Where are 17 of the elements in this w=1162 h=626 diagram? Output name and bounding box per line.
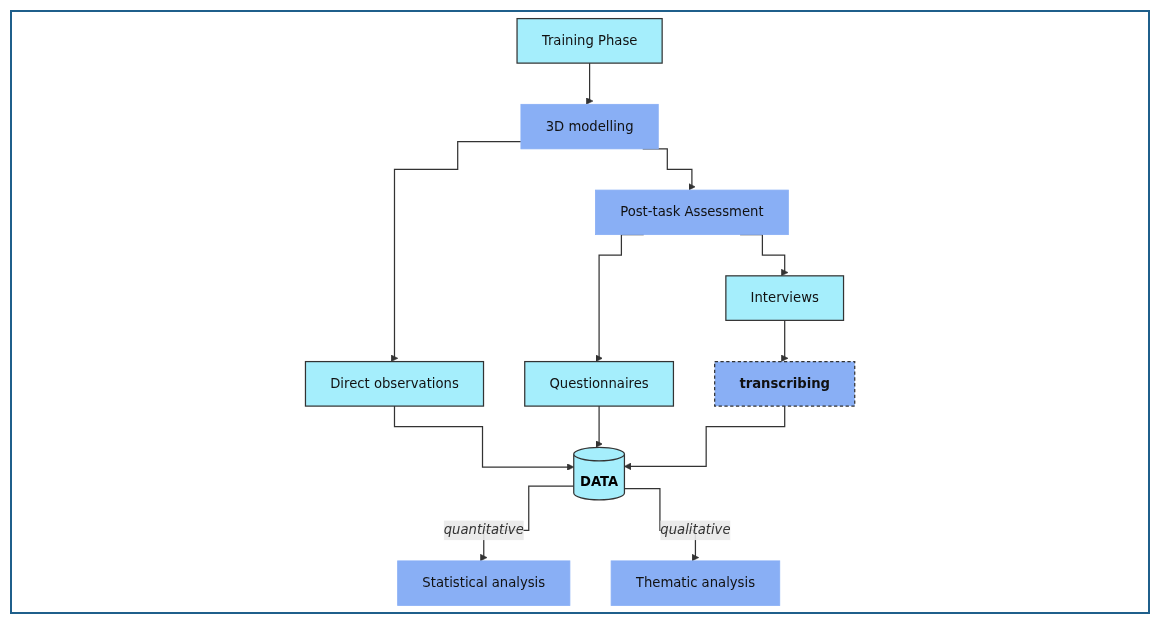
arrow: [390, 141, 522, 362]
arrow: [780, 319, 789, 362]
arrow: [623, 405, 786, 470]
node-box: Questionnaires: [524, 360, 674, 407]
arrow: [585, 62, 594, 105]
node-box: Training Phase: [516, 18, 663, 64]
edge-label: qualitative: [660, 522, 731, 538]
arrow: [393, 405, 575, 471]
edge-label: quantitative: [443, 522, 524, 538]
arrow: [595, 405, 603, 448]
node-box: 3D modelling: [520, 103, 659, 150]
node-box: Direct observations: [304, 360, 484, 407]
node-box: Post-task Assessment: [594, 189, 789, 235]
node-box: Thematic analysis: [610, 560, 781, 606]
node-box: transcribing: [713, 360, 856, 407]
node-box: Interviews: [725, 275, 845, 321]
node-box: Statistical analysis: [397, 560, 571, 606]
